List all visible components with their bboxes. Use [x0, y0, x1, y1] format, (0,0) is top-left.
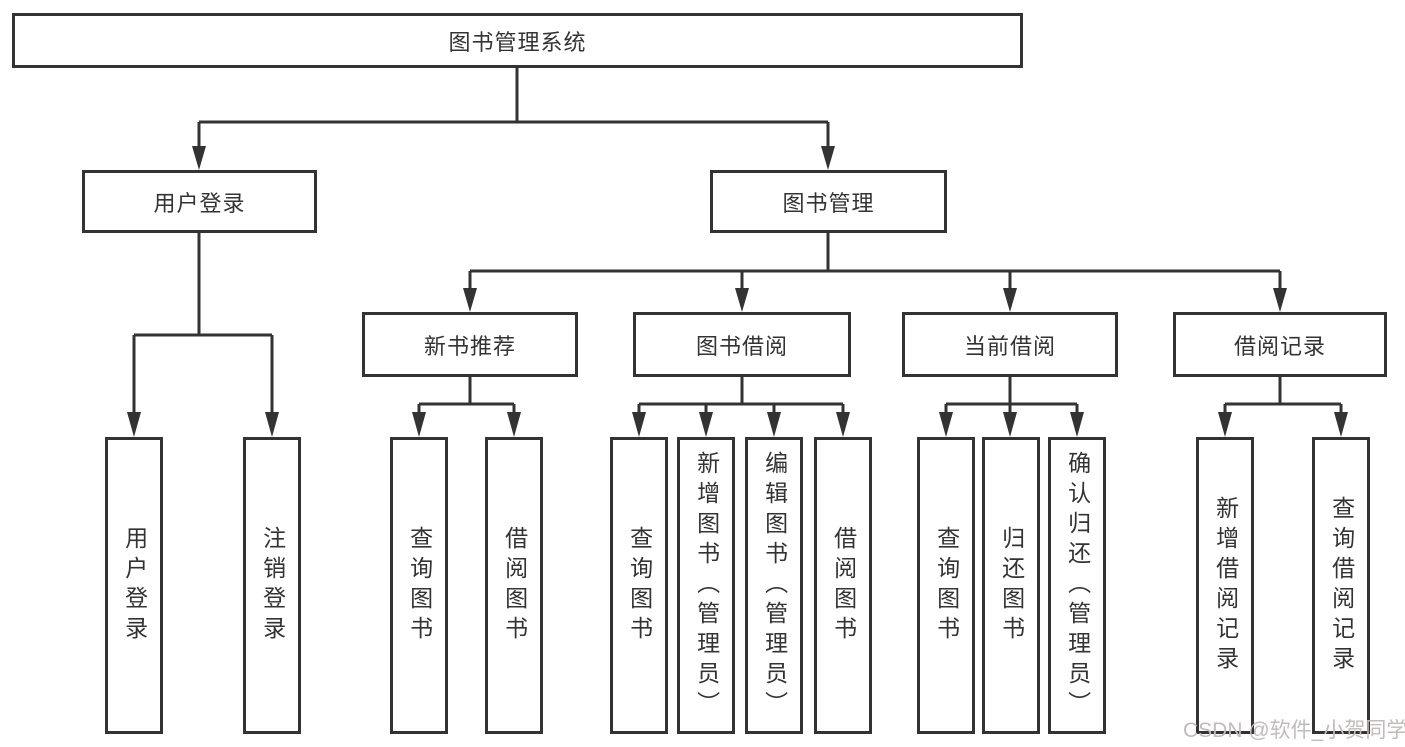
leaf-query-books-borrow-label: 查询图书: [626, 525, 653, 646]
node-borrow-records: 借阅记录: [1173, 312, 1387, 377]
node-book-borrow-label: 图书借阅: [695, 333, 788, 359]
arrow-down-icon: [699, 412, 713, 437]
leaf-query-books-current-label: 查询图书: [933, 525, 960, 646]
node-borrow-records-label: 借阅记录: [1233, 333, 1326, 359]
leaf-user-login-label: 用户登录: [121, 525, 148, 646]
node-current-borrow: 当前借阅: [902, 312, 1118, 377]
leaf-logout-label: 注销登录: [259, 525, 286, 646]
arrow-down-icon: [1070, 412, 1084, 437]
leaf-logout: 注销登录: [243, 437, 301, 734]
arrow-down-icon: [1334, 412, 1348, 437]
leaf-return-books: 归还图书: [982, 437, 1040, 734]
leaf-add-book-admin-label: 新增图书（管理员）: [693, 450, 720, 721]
leaf-query-books-recommend: 查询图书: [390, 437, 448, 734]
leaf-query-books-recommend-label: 查询图书: [406, 525, 433, 646]
leaf-query-borrow-record-label: 查询借阅记录: [1328, 495, 1355, 676]
arrow-down-icon: [127, 412, 141, 437]
leaf-borrow-books-recommend-label: 借阅图书: [501, 525, 528, 646]
node-book-management: 图书管理: [710, 170, 947, 233]
arrow-down-icon: [265, 412, 279, 437]
arrow-down-icon: [412, 412, 426, 437]
arrow-down-icon: [632, 412, 646, 437]
watermark: CSDN @软件_小贺同学: [1183, 719, 1405, 742]
leaf-borrow-books-label: 借阅图书: [830, 525, 857, 646]
leaf-confirm-return-admin: 确认归还（管理员）: [1048, 437, 1106, 734]
arrow-down-icon: [1273, 288, 1287, 312]
arrow-down-icon: [463, 288, 477, 312]
node-new-book-recommend-label: 新书推荐: [423, 333, 516, 359]
arrow-down-icon: [735, 288, 749, 312]
arrow-down-icon: [192, 146, 206, 170]
node-user-login-label: 用户登录: [153, 190, 246, 216]
arrow-down-icon: [767, 412, 781, 437]
leaf-add-borrow-record: 新增借阅记录: [1196, 437, 1254, 734]
arrow-down-icon: [1218, 412, 1232, 437]
leaf-edit-book-admin: 编辑图书（管理员）: [745, 437, 803, 734]
leaf-borrow-books-recommend: 借阅图书: [485, 437, 543, 734]
node-current-borrow-label: 当前借阅: [963, 333, 1056, 359]
leaf-add-book-admin: 新增图书（管理员）: [677, 437, 735, 734]
arrow-down-icon: [821, 146, 835, 170]
leaf-borrow-books: 借阅图书: [814, 437, 872, 734]
arrow-down-icon: [836, 412, 850, 437]
leaf-add-borrow-record-label: 新增借阅记录: [1212, 495, 1239, 676]
arrow-down-icon: [1003, 288, 1017, 312]
leaf-query-books-current: 查询图书: [917, 437, 975, 734]
leaf-query-books-borrow: 查询图书: [610, 437, 668, 734]
leaf-user-login: 用户登录: [105, 437, 163, 734]
node-library-system-label: 图书管理系统: [448, 29, 587, 55]
node-new-book-recommend: 新书推荐: [362, 312, 578, 377]
leaf-edit-book-admin-label: 编辑图书（管理员）: [761, 450, 788, 721]
arrow-down-icon: [507, 412, 521, 437]
node-user-login: 用户登录: [82, 170, 317, 233]
node-book-borrow: 图书借阅: [633, 312, 851, 377]
arrow-down-icon: [939, 412, 953, 437]
leaf-return-books-label: 归还图书: [998, 525, 1025, 646]
arrow-down-icon: [1003, 412, 1017, 437]
node-library-system: 图书管理系统: [12, 13, 1023, 68]
leaf-confirm-return-admin-label: 确认归还（管理员）: [1064, 450, 1091, 721]
node-book-management-label: 图书管理: [782, 190, 875, 216]
leaf-query-borrow-record: 查询借阅记录: [1312, 437, 1370, 734]
